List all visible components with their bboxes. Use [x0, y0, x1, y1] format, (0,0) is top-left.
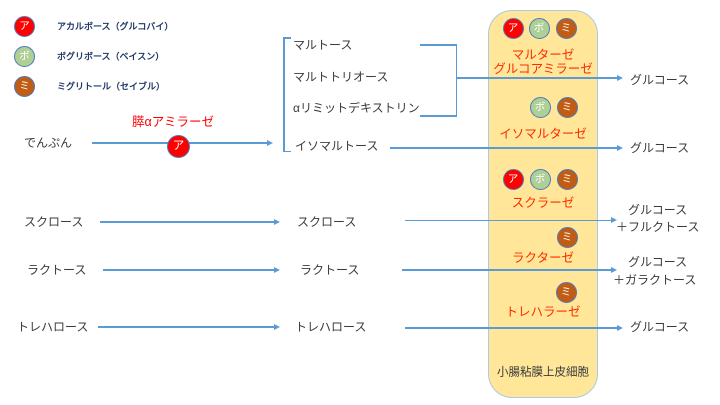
- legend-label-voglibose: ボグリボース（ベイスン）: [57, 51, 165, 62]
- lactase-flow-line: [402, 269, 611, 271]
- sucrase-arrowhead-icon: [611, 216, 617, 223]
- maltase-flow-line: [456, 77, 617, 79]
- product-glucose-1: グルコース: [630, 73, 690, 87]
- maltase-inhibitor-a-icon: ア: [502, 17, 524, 39]
- isomaltase-inhibitor-mi-icon: ミ: [556, 96, 578, 118]
- product-glucose-4: グルコース: [628, 255, 688, 269]
- product-galactose: ＋ガラクトース: [613, 273, 697, 287]
- sucrase-inhibitor-a-icon: ア: [502, 168, 524, 190]
- enzyme-maltase-label: マルターゼ: [511, 47, 575, 62]
- left-bracket-vertical: [283, 37, 285, 152]
- enzyme-glucoamylase-label: グルコアミラーゼ: [493, 61, 593, 76]
- trehalose-arrowhead-icon: [274, 323, 280, 330]
- intestinal-cell-box: [488, 10, 598, 398]
- right-bracket-top-stub: [420, 44, 457, 46]
- trehalase-arrowhead-icon: [617, 324, 623, 331]
- product-glucose-3: グルコース: [628, 203, 688, 217]
- pancreatic-amylase-label: 膵αアミラーゼ: [132, 114, 214, 129]
- miglitol-badge-icon: ミ: [14, 76, 35, 97]
- intestinal-cell-label: 小腸粘膜上皮細胞: [497, 366, 589, 379]
- mid-maltotriose: マルトトリオース: [293, 70, 389, 84]
- sucrase-inhibitor-bo-icon: ボ: [529, 168, 551, 190]
- maltase-inhibitor-bo-icon: ボ: [528, 17, 550, 39]
- legend: ア アカルボース（グルコバイ） ボ ボグリボース（ベイスン） ミ ミグリトール（…: [0, 0, 240, 100]
- mid-sucrose: スクロース: [297, 215, 357, 229]
- sucrose-arrow-line: [100, 221, 274, 223]
- mid-alpha-limit-dextrin: αリミットデキストリン: [293, 101, 420, 115]
- product-fructose: ＋フルクトース: [616, 220, 700, 234]
- trehalase-flow-line: [405, 327, 617, 329]
- mid-maltose: マルトース: [293, 38, 353, 52]
- right-bracket-vertical: [455, 44, 457, 117]
- lactase-arrowhead-icon: [611, 266, 617, 273]
- product-glucose-5: グルコース: [630, 320, 690, 334]
- trehalose-arrow-line: [98, 326, 274, 328]
- isomaltase-arrowhead-icon: [617, 144, 623, 151]
- mid-trehalose: トレハロース: [295, 320, 367, 334]
- trehalase-inhibitor-mi-icon: ミ: [555, 281, 577, 303]
- isomaltase-inhibitor-bo-icon: ボ: [529, 96, 551, 118]
- lactose-arrow-line: [103, 269, 274, 271]
- maltase-arrowhead-icon: [617, 74, 623, 81]
- lactose-arrowhead-icon: [274, 266, 280, 273]
- mid-isomaltose: イソマルトース: [295, 139, 379, 153]
- starch-arrowhead-icon: [267, 139, 273, 146]
- enzyme-trehalase-label: トレハラーゼ: [505, 304, 581, 319]
- maltase-inhibitor-mi-icon: ミ: [555, 17, 577, 39]
- legend-label-miglitol: ミグリトール（セイブル）: [57, 81, 166, 92]
- left-bracket-top-stub: [283, 37, 291, 39]
- sucrose-arrowhead-icon: [274, 218, 280, 225]
- substrate-lactose: ラクトース: [27, 263, 87, 277]
- right-bracket-bottom-stub: [420, 115, 457, 117]
- product-glucose-2: グルコース: [630, 141, 690, 155]
- sucrase-inhibitor-mi-icon: ミ: [556, 168, 578, 190]
- enzyme-sucrase-label: スクラーゼ: [511, 195, 575, 210]
- isomaltase-flow-line: [390, 147, 617, 149]
- acarbose-badge-icon: ア: [14, 16, 35, 37]
- substrate-sucrose: スクロース: [24, 215, 84, 229]
- substrate-trehalose: トレハロース: [17, 320, 89, 334]
- left-bracket-bottom-stub: [283, 150, 291, 152]
- voglibose-badge-icon: ボ: [14, 46, 35, 67]
- mid-lactose: ラクトース: [300, 263, 360, 277]
- lactase-inhibitor-mi-icon: ミ: [556, 226, 578, 248]
- amylase-inhibitor-badge-icon: ア: [167, 135, 190, 158]
- enzyme-isomaltase-label: イソマルターゼ: [499, 126, 587, 141]
- substrate-starch: でんぷん: [24, 136, 73, 150]
- legend-label-acarbose: アカルボース（グルコバイ）: [57, 21, 174, 32]
- sucrase-flow-line: [405, 219, 611, 221]
- enzyme-lactase-label: ラクターゼ: [511, 250, 574, 265]
